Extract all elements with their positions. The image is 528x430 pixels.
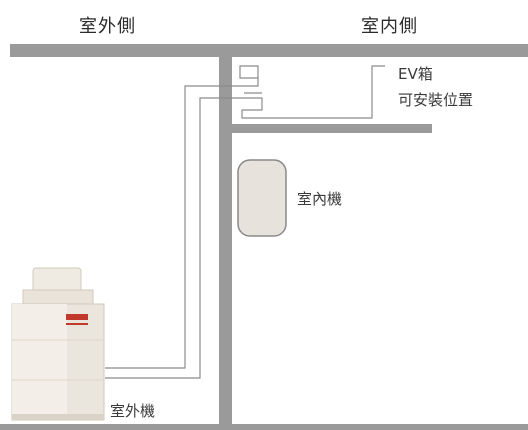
outdoor-side-header: 室外側: [79, 16, 136, 37]
outdoor-unit-graphic: [11, 267, 105, 421]
indoor-unit: [237, 159, 287, 237]
partition-wall: [219, 57, 232, 424]
ev-box-shelf: [232, 124, 432, 133]
indoor-unit-label: 室內機: [297, 190, 343, 208]
inner-pipe: [105, 97, 240, 379]
indoor-wiring-2: [240, 65, 385, 119]
indoor-side-header: 室内側: [361, 16, 418, 37]
ceiling-slab: [10, 44, 528, 57]
floor-slab: [0, 424, 528, 430]
pipe-routes: [105, 65, 385, 379]
outdoor-unit-label: 室外機: [110, 402, 156, 420]
ev-box-label: EV箱: [398, 65, 433, 83]
outer-pipe: [105, 85, 240, 369]
ev-box-location-label: 可安裝位置: [398, 91, 474, 109]
indoor-wiring: [239, 65, 259, 87]
